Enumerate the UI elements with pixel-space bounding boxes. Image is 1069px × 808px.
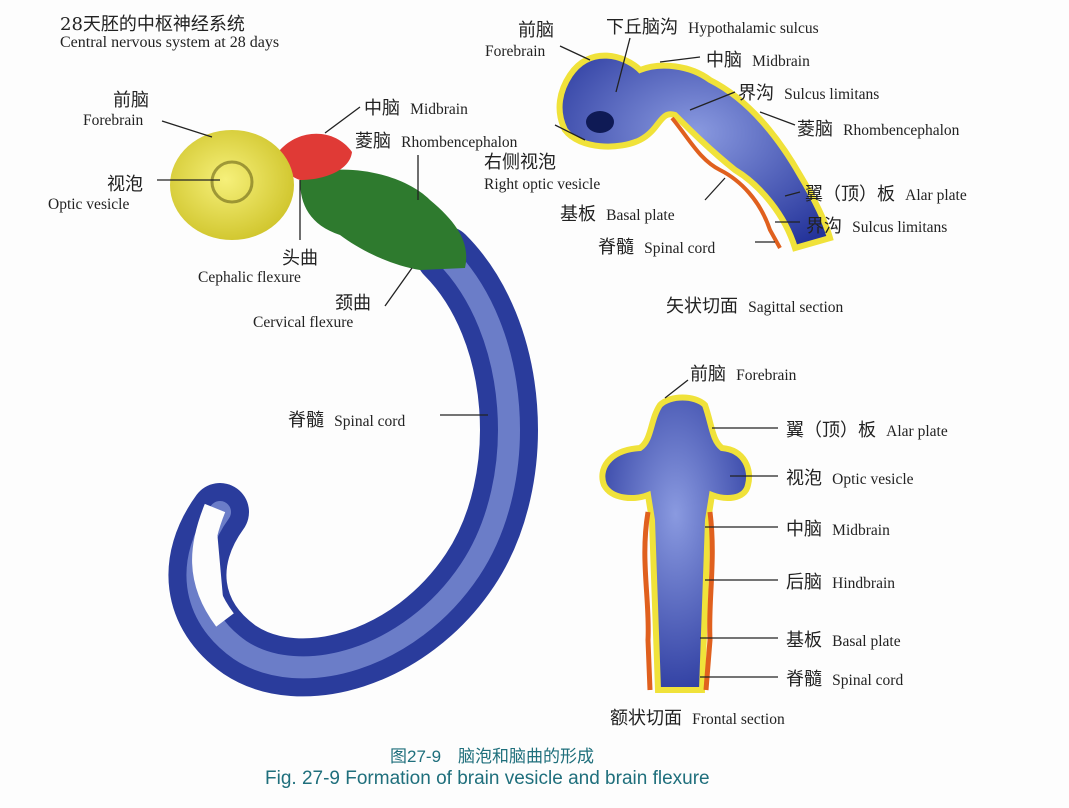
- front-alar-plate-en: Alar plate: [886, 423, 948, 440]
- frontal-basal-plate-left: [642, 511, 653, 691]
- figure-title-en: Central nervous system at 28 days: [60, 34, 280, 51]
- sag-spinal-cord-cn: 脊髓: [598, 237, 634, 258]
- label-cephalic-flexure-cn: 头曲: [282, 248, 318, 269]
- caption-cn: 图27-9 脑泡和脑曲的形成: [390, 747, 595, 766]
- sag-rhombencephalon-cn: 菱脑: [797, 119, 833, 140]
- front-optic-vesicle-cn: 视泡: [786, 468, 822, 489]
- front-basal-plate-en: Basal plate: [832, 633, 901, 650]
- front-alar-plate: 翼（顶）板 Alar plate: [786, 416, 948, 442]
- front-midbrain-cn: 中脑: [786, 519, 822, 540]
- sag-sulcus-limitans-1-cn: 界沟: [738, 83, 774, 104]
- label-forebrain-cn: 前脑: [113, 90, 149, 111]
- embryo-rhombencephalon: [300, 169, 467, 270]
- front-forebrain-cn: 前脑: [690, 364, 726, 385]
- label-rhombencephalon-en: Rhombencephalon: [401, 134, 518, 151]
- front-title-cn: 额状切面: [610, 708, 682, 729]
- embryo-midbrain: [279, 133, 352, 180]
- label-cervical-flexure-cn: 颈曲: [335, 293, 371, 314]
- frontal-section-shape: [599, 394, 752, 693]
- label-optic-vesicle-cn: 视泡: [107, 174, 143, 195]
- sag-midbrain: 中脑 Midbrain: [706, 46, 810, 72]
- sag-hypothalamic-sulcus-cn: 下丘脑沟: [606, 17, 678, 38]
- label-optic-vesicle-en: Optic vesicle: [48, 196, 130, 213]
- sagittal-basal-plate: [670, 116, 782, 249]
- front-midbrain: 中脑 Midbrain: [786, 515, 890, 541]
- front-spinal-cord-en: Spinal cord: [832, 672, 904, 689]
- label-forebrain-en: Forebrain: [83, 112, 144, 129]
- front-hindbrain-en: Hindbrain: [832, 575, 896, 592]
- sag-basal-plate: 基板 Basal plate: [560, 200, 675, 226]
- embryo-spinal-cord: [168, 226, 538, 697]
- label-spinal-cord-cn: 脊髓: [288, 410, 324, 431]
- front-midbrain-en: Midbrain: [832, 522, 890, 539]
- front-hindbrain: 后脑 Hindbrain: [786, 568, 895, 594]
- front-basal-plate: 基板 Basal plate: [786, 626, 901, 652]
- label-rhombencephalon: 菱脑 Rhombencephalon: [355, 127, 517, 153]
- sag-alar-plate-cn: 翼（顶）板: [805, 184, 895, 205]
- sag-spinal-cord: 脊髓 Spinal cord: [598, 233, 715, 259]
- sag-title-cn: 矢状切面: [666, 296, 738, 317]
- label-midbrain: 中脑 Midbrain: [364, 94, 468, 120]
- sag-right-optic-vesicle-cn: 右侧视泡: [484, 152, 556, 173]
- label-midbrain-cn: 中脑: [364, 98, 400, 119]
- label-midbrain-en: Midbrain: [410, 101, 468, 118]
- frontal-basal-plate-right: [703, 511, 715, 691]
- sag-hypothalamic-sulcus-en: Hypothalamic sulcus: [688, 20, 819, 37]
- label-cervical-flexure-en: Cervical flexure: [253, 314, 354, 331]
- sag-basal-plate-en: Basal plate: [606, 207, 675, 224]
- sag-sulcus-limitans-1: 界沟 Sulcus limitans: [738, 79, 879, 105]
- sag-rhombencephalon: 菱脑 Rhombencephalon: [797, 115, 959, 141]
- sag-spinal-cord-en: Spinal cord: [644, 240, 716, 257]
- sag-hypothalamic-sulcus: 下丘脑沟 Hypothalamic sulcus: [606, 13, 819, 39]
- front-title-en: Frontal section: [692, 711, 785, 728]
- caption-en: Fig. 27-9 Formation of brain vesicle and…: [265, 768, 710, 789]
- label-cephalic-flexure-en: Cephalic flexure: [198, 269, 301, 286]
- embryo-optic-vesicle: [210, 160, 254, 204]
- sag-alar-plate: 翼（顶）板 Alar plate: [805, 180, 967, 206]
- leader-lines: [157, 37, 801, 678]
- sag-sulcus-limitans-1-en: Sulcus limitans: [784, 86, 880, 103]
- sag-sulcus-limitans-2-cn: 界沟: [806, 216, 842, 237]
- sag-rhombencephalon-en: Rhombencephalon: [843, 122, 960, 139]
- front-spinal-cord: 脊髓 Spinal cord: [786, 665, 903, 691]
- sag-right-optic-vesicle-en: Right optic vesicle: [484, 176, 601, 193]
- front-optic-vesicle: 视泡 Optic vesicle: [786, 464, 914, 490]
- sag-sulcus-limitans-2-en: Sulcus limitans: [852, 219, 948, 236]
- sag-forebrain-cn: 前脑: [518, 20, 554, 41]
- front-alar-plate-cn: 翼（顶）板: [786, 420, 876, 441]
- sag-forebrain-en: Forebrain: [485, 43, 546, 60]
- front-section-title: 额状切面 Frontal section: [610, 704, 785, 730]
- sag-sulcus-limitans-2: 界沟 Sulcus limitans: [806, 212, 947, 238]
- label-rhombencephalon-cn: 菱脑: [355, 131, 391, 152]
- front-optic-vesicle-en: Optic vesicle: [832, 471, 914, 488]
- front-forebrain: 前脑 Forebrain: [690, 360, 796, 386]
- sag-alar-plate-en: Alar plate: [905, 187, 967, 204]
- front-basal-plate-cn: 基板: [786, 630, 822, 651]
- front-hindbrain-cn: 后脑: [786, 572, 822, 593]
- embryo-forebrain: [170, 130, 294, 240]
- sagittal-optic-vesicle: [586, 111, 614, 133]
- sag-section-title: 矢状切面 Sagittal section: [666, 292, 843, 318]
- sag-midbrain-en: Midbrain: [752, 53, 810, 70]
- label-spinal-cord-en: Spinal cord: [334, 413, 406, 430]
- label-spinal-cord: 脊髓 Spinal cord: [288, 406, 405, 432]
- figure-title-cn: 28天胚的中枢神经系统: [60, 14, 245, 35]
- front-forebrain-en: Forebrain: [736, 367, 797, 384]
- sag-midbrain-cn: 中脑: [706, 50, 742, 71]
- front-spinal-cord-cn: 脊髓: [786, 669, 822, 690]
- sag-title-en: Sagittal section: [748, 299, 844, 316]
- sag-basal-plate-cn: 基板: [560, 204, 596, 225]
